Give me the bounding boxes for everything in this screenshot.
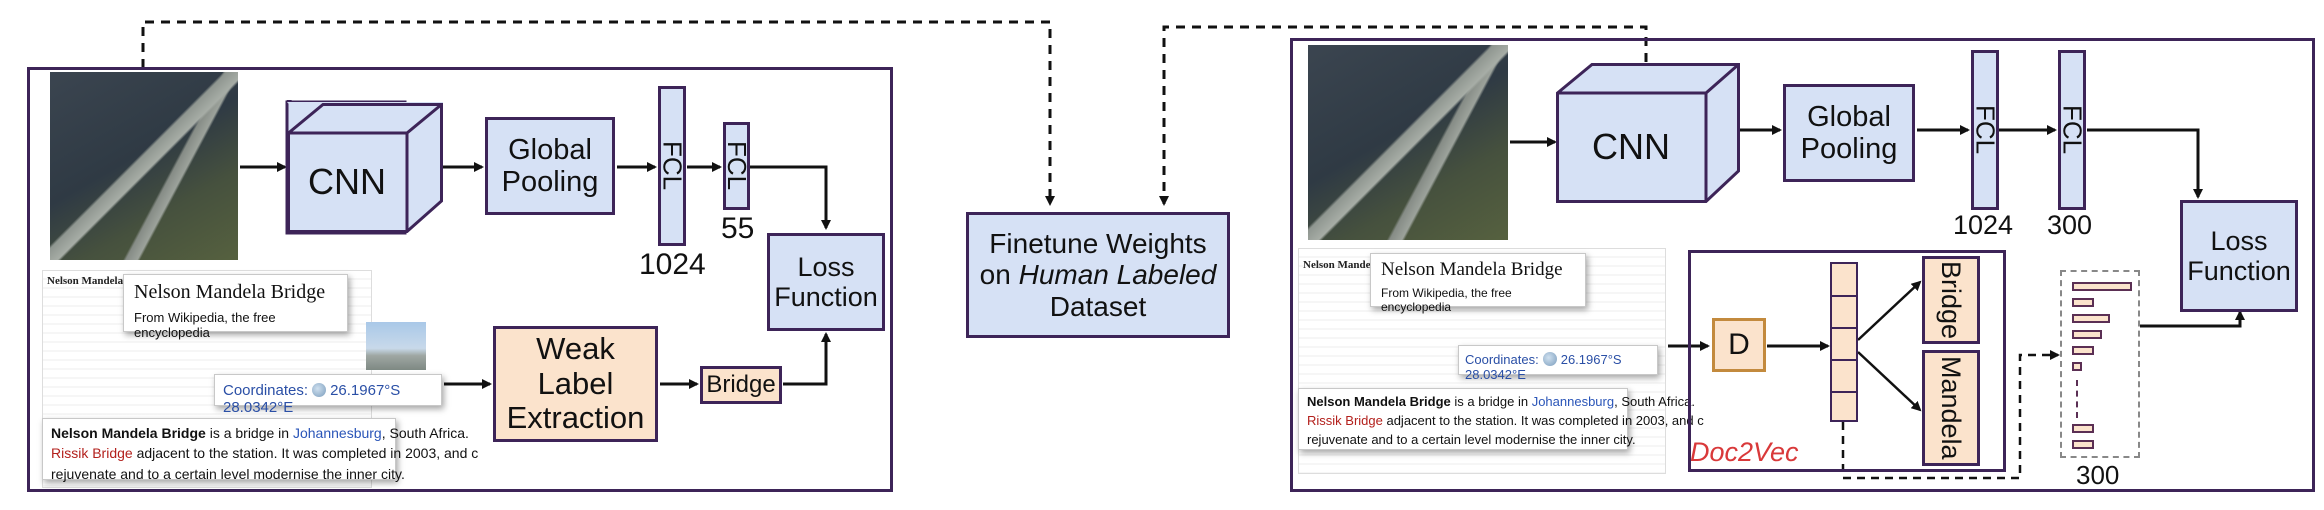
hist-bar-1 (2072, 282, 2132, 291)
wiki-paragraph-left: Nelson Mandela Bridge is a bridge in Joh… (42, 418, 478, 482)
fcl-1024-size-right: 1024 (1953, 210, 2014, 240)
wiki-title-card-right: Nelson Mandela Bridge From Wikipedia, th… (1370, 253, 1586, 314)
word-mandela-box: Mandela (1922, 350, 1980, 466)
fcl-55-size-left: 55 (721, 212, 755, 245)
cnn-label-left: CNN (308, 161, 386, 202)
doc2vec-label: Doc2Vec (1690, 437, 1799, 467)
hist-bar-5 (2072, 346, 2094, 355)
dashed-left-to-finetune (141, 20, 1055, 206)
hist-bar-6 (2072, 362, 2082, 371)
fcl-55-left: FCL (722, 122, 752, 210)
left-panel (27, 67, 893, 492)
doc2vec-panel (1688, 250, 2006, 472)
satellite-image-left (50, 72, 238, 260)
satellite-image-right (1308, 45, 1508, 240)
hist-size-label: 300 (2076, 460, 2120, 490)
fcl-300-size-right: 300 (2047, 210, 2093, 240)
wiki-coordinates-right: Coordinates:26.1967°S 28.0342°E (1458, 345, 1658, 382)
dashed-vector-to-hist (1841, 350, 2060, 480)
hist-bar-4 (2072, 330, 2102, 339)
finetune-weights-box: Finetune Weights on Human Labeled Datase… (966, 212, 1230, 338)
right-panel (1290, 38, 2315, 492)
hist-bar-3 (2072, 314, 2110, 323)
arrow-vector-to-bridge (1857, 280, 1922, 341)
doc-vector (1830, 262, 1858, 422)
arrow-bridge-to-loss-left (783, 332, 831, 386)
word-bridge-box: Bridge (1922, 256, 1980, 344)
wiki-title-card-left: Nelson Mandela Bridge From Wikipedia, th… (123, 274, 348, 340)
d-box: D (1712, 318, 1766, 372)
arrow-fcl2-to-loss-right (2087, 128, 2203, 199)
fcl-1024-left: FCL (658, 86, 688, 246)
fcl-1024-right: FCL (1971, 50, 2001, 210)
wiki-bridge-photo-left (366, 322, 426, 370)
label-bridge-left: Bridge (700, 366, 782, 404)
arrow-fcl2-to-loss-left (748, 165, 831, 230)
cnn-box-right: CNN (1556, 63, 1740, 203)
hist-bar-2 (2072, 298, 2094, 307)
arrow-vector-to-mandela (1857, 351, 1922, 412)
fcl-1024-size-left: 1024 (639, 248, 706, 281)
dashed-right-to-finetune (1159, 25, 1648, 206)
cnn-label-right: CNN (1592, 126, 1670, 167)
hist-ellipsis (2076, 380, 2078, 418)
cnn-box-left: CNN (287, 103, 443, 233)
hist-frame (2060, 270, 2140, 458)
wiki-paragraph-right: Nelson Mandela Bridge is a bridge in Joh… (1298, 388, 1704, 450)
hist-bar-7 (2072, 424, 2094, 433)
wiki-coordinates-left: Coordinates:26.1967°S 28.0342°E (214, 374, 442, 416)
fcl-300-right: FCL (2058, 50, 2088, 210)
hist-bar-8 (2072, 440, 2094, 449)
arrow-hist-to-loss (2140, 310, 2245, 328)
